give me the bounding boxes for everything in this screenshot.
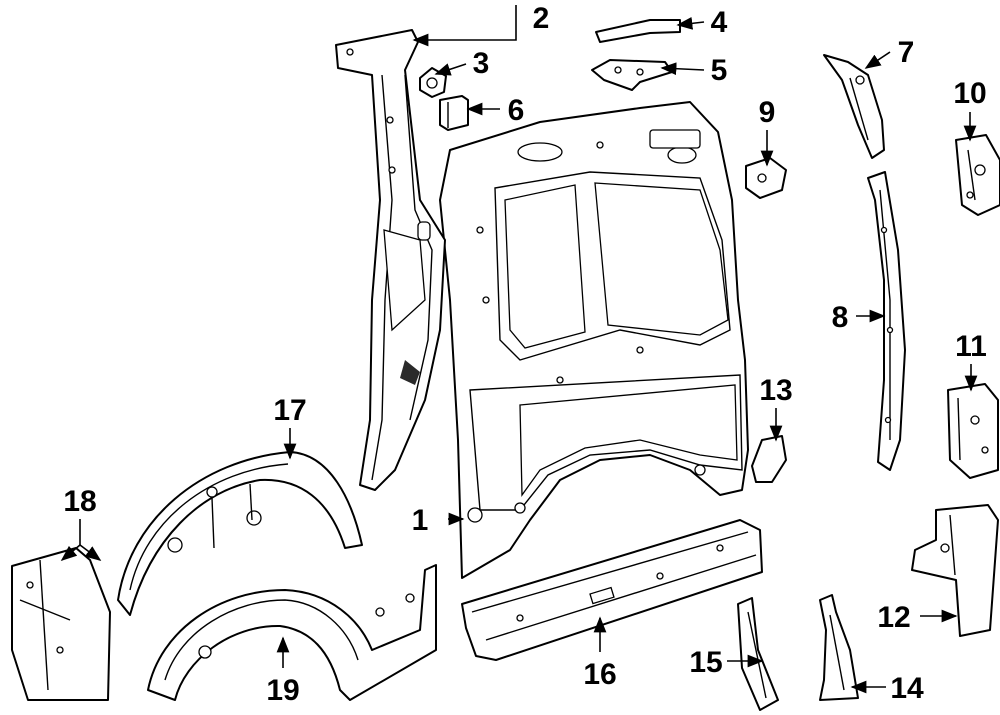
callout-12: 12 xyxy=(877,601,910,634)
callout-14: 14 xyxy=(890,672,924,705)
callout-3: 3 xyxy=(473,47,490,80)
callout-11: 11 xyxy=(955,330,987,363)
part-11-bracket[interactable] xyxy=(947,383,999,479)
callout-19: 19 xyxy=(266,674,299,707)
callout-10: 10 xyxy=(953,77,986,110)
part-15-bracket[interactable] xyxy=(737,597,779,711)
part-8-rail[interactable] xyxy=(867,171,906,471)
part-10-reinforcement[interactable] xyxy=(955,134,1000,216)
part-2-pillar[interactable] xyxy=(335,29,446,491)
callout-16: 16 xyxy=(583,658,616,691)
part-12-extension[interactable] xyxy=(911,504,999,637)
callout-18: 18 xyxy=(63,485,96,518)
part-17-wheelhouse[interactable] xyxy=(117,451,363,616)
callout-15: 15 xyxy=(689,646,722,679)
callout-9: 9 xyxy=(759,96,776,129)
part-6-block[interactable] xyxy=(439,95,469,131)
callout-2: 2 xyxy=(533,2,550,35)
part-5-bracket[interactable] xyxy=(591,59,673,91)
part-13-bracket[interactable] xyxy=(751,435,787,483)
callout-1: 1 xyxy=(412,504,429,537)
leader-lines xyxy=(60,5,978,694)
part-9-gusset[interactable] xyxy=(745,157,787,199)
callout-13: 13 xyxy=(759,374,792,407)
part-18-panel[interactable] xyxy=(11,547,111,701)
callout-8: 8 xyxy=(832,301,849,334)
callout-7: 7 xyxy=(898,36,915,69)
part-7-upper-bracket[interactable] xyxy=(823,54,885,159)
callout-4: 4 xyxy=(711,6,728,39)
part-14-bracket[interactable] xyxy=(819,594,859,701)
callout-5: 5 xyxy=(711,54,728,87)
callout-labels: 1 2 3 4 5 6 7 8 9 10 11 12 13 14 15 16 1… xyxy=(63,2,987,707)
part-16-rocker[interactable] xyxy=(461,519,763,661)
part-19-wheelhouse-outer[interactable] xyxy=(147,564,437,701)
callout-6: 6 xyxy=(508,94,525,127)
callout-17: 17 xyxy=(273,394,306,427)
part-1-side-panel[interactable] xyxy=(439,101,749,579)
part-4-strip[interactable] xyxy=(595,19,681,43)
